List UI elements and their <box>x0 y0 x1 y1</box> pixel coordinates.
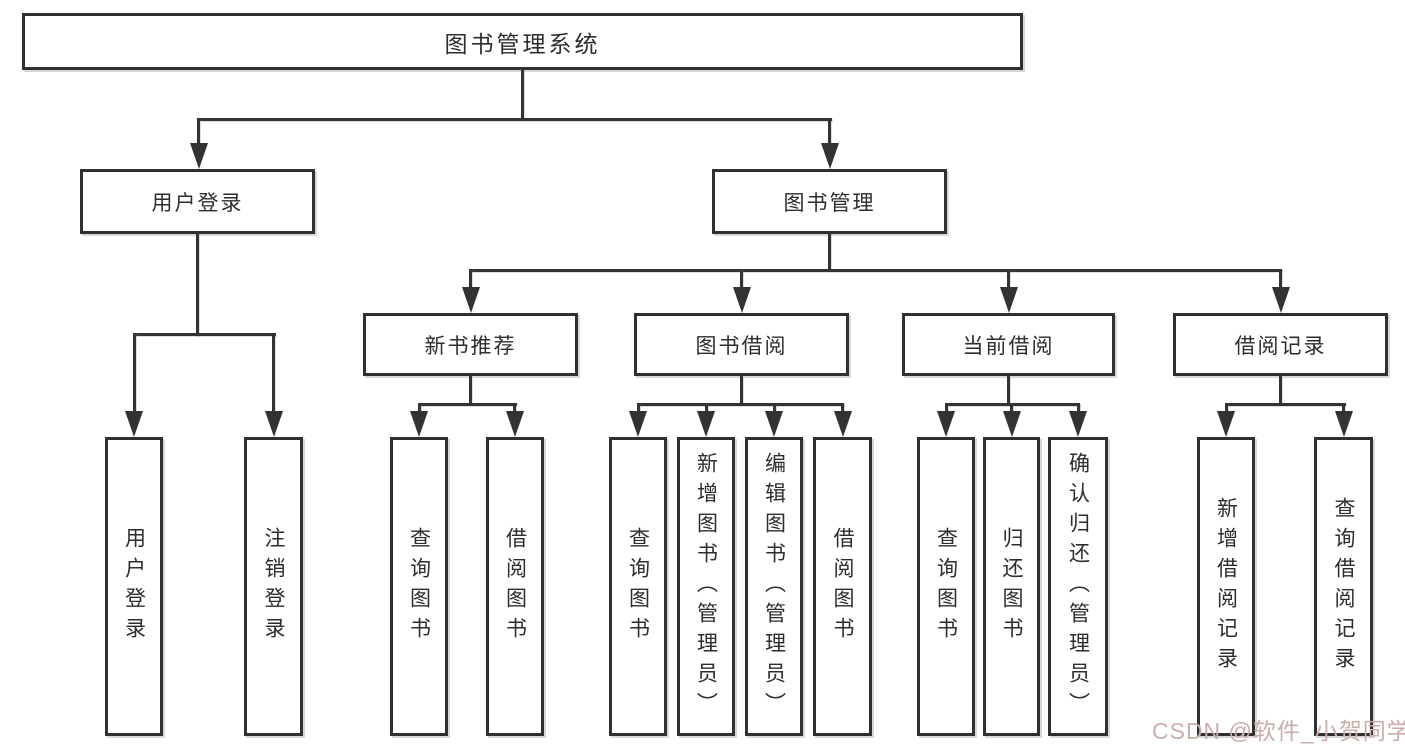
connector-recommend-trunk <box>469 376 472 405</box>
connector-root-trunk <box>521 69 524 120</box>
connector-records-stem-2 <box>1342 403 1345 413</box>
connector-root-stem-right <box>828 118 831 146</box>
connector-bookmgmt-horizontal <box>469 269 1282 272</box>
leaf-edit-books-admin: 编辑图书（管理员） <box>745 437 803 736</box>
connector-borrow-stem-2 <box>705 403 708 413</box>
connector-bookmgmt-stem-3 <box>1007 269 1010 289</box>
node-borrow-records: 借阅记录 <box>1173 313 1388 376</box>
arrow-down-icon <box>629 411 647 437</box>
arrow-down-icon <box>1272 287 1290 313</box>
arrow-down-icon <box>190 143 208 169</box>
leaf-borrow-books-recommend: 借阅图书 <box>486 437 544 736</box>
arrow-down-icon <box>410 411 428 437</box>
arrow-down-icon <box>1003 411 1021 437</box>
arrow-down-icon <box>765 411 783 437</box>
connector-userlogin-stem-2 <box>272 333 275 413</box>
connector-current-stem-1 <box>945 403 948 413</box>
arrow-down-icon <box>1217 411 1235 437</box>
leaf-confirm-return-admin: 确认归还（管理员） <box>1048 437 1108 736</box>
connector-bookmgmt-stem-4 <box>1279 269 1282 289</box>
connector-borrow-horizontal <box>637 403 844 406</box>
connector-bookmgmt-stem-1 <box>469 269 472 289</box>
connector-borrow-stem-1 <box>637 403 640 413</box>
connector-root-horizontal <box>197 118 832 121</box>
connector-recommend-horizontal <box>418 403 517 406</box>
connector-root-stem-left <box>197 118 200 146</box>
connector-borrow-trunk <box>740 376 743 405</box>
arrow-down-icon <box>834 411 852 437</box>
node-library-system: 图书管理系统 <box>22 13 1023 70</box>
arrow-down-icon <box>697 411 715 437</box>
leaf-logout: 注销登录 <box>244 437 303 736</box>
leaf-add-books-admin: 新增图书（管理员） <box>677 437 735 736</box>
connector-current-stem-2 <box>1010 403 1013 413</box>
connector-recommend-stem-2 <box>513 403 516 413</box>
arrow-down-icon <box>1000 287 1018 313</box>
connector-userlogin-trunk <box>196 233 199 336</box>
connector-borrow-stem-3 <box>773 403 776 413</box>
leaf-add-borrow-record: 新增借阅记录 <box>1197 437 1255 736</box>
arrow-down-icon <box>125 411 143 437</box>
connector-current-stem-3 <box>1077 403 1080 413</box>
connector-recommend-stem-1 <box>418 403 421 413</box>
leaf-query-borrow-record: 查询借阅记录 <box>1314 437 1373 736</box>
connector-userlogin-stem-1 <box>133 333 136 413</box>
csdn-watermark: CSDN @软件_小贺同学 <box>1152 718 1405 744</box>
leaf-borrow-books: 借阅图书 <box>813 437 872 736</box>
connector-bookmgmt-stem-2 <box>740 269 743 289</box>
leaf-query-books-current: 查询图书 <box>917 437 975 736</box>
arrow-down-icon <box>937 411 955 437</box>
node-book-borrow: 图书借阅 <box>634 313 849 376</box>
connector-borrow-stem-4 <box>841 403 844 413</box>
leaf-user-login: 用户登录 <box>105 437 163 736</box>
leaf-query-books-recommend: 查询图书 <box>390 437 448 736</box>
connector-records-horizontal <box>1225 403 1346 406</box>
connector-bookmgmt-trunk <box>828 233 831 271</box>
connector-userlogin-horizontal <box>133 333 276 336</box>
arrow-down-icon <box>1335 411 1353 437</box>
connector-records-stem-1 <box>1225 403 1228 413</box>
leaf-return-books: 归还图书 <box>983 437 1040 736</box>
connector-current-trunk <box>1007 376 1010 405</box>
arrow-down-icon <box>506 411 524 437</box>
connector-records-trunk <box>1279 376 1282 405</box>
arrow-down-icon <box>265 411 283 437</box>
arrow-down-icon <box>462 287 480 313</box>
node-user-login: 用户登录 <box>80 169 315 234</box>
leaf-query-books-borrow: 查询图书 <box>609 437 667 736</box>
arrow-down-icon <box>733 287 751 313</box>
arrow-down-icon <box>1069 411 1087 437</box>
node-new-book-recommend: 新书推荐 <box>363 313 578 376</box>
node-book-management: 图书管理 <box>712 169 947 234</box>
node-current-borrow: 当前借阅 <box>902 313 1115 376</box>
arrow-down-icon <box>821 143 839 169</box>
